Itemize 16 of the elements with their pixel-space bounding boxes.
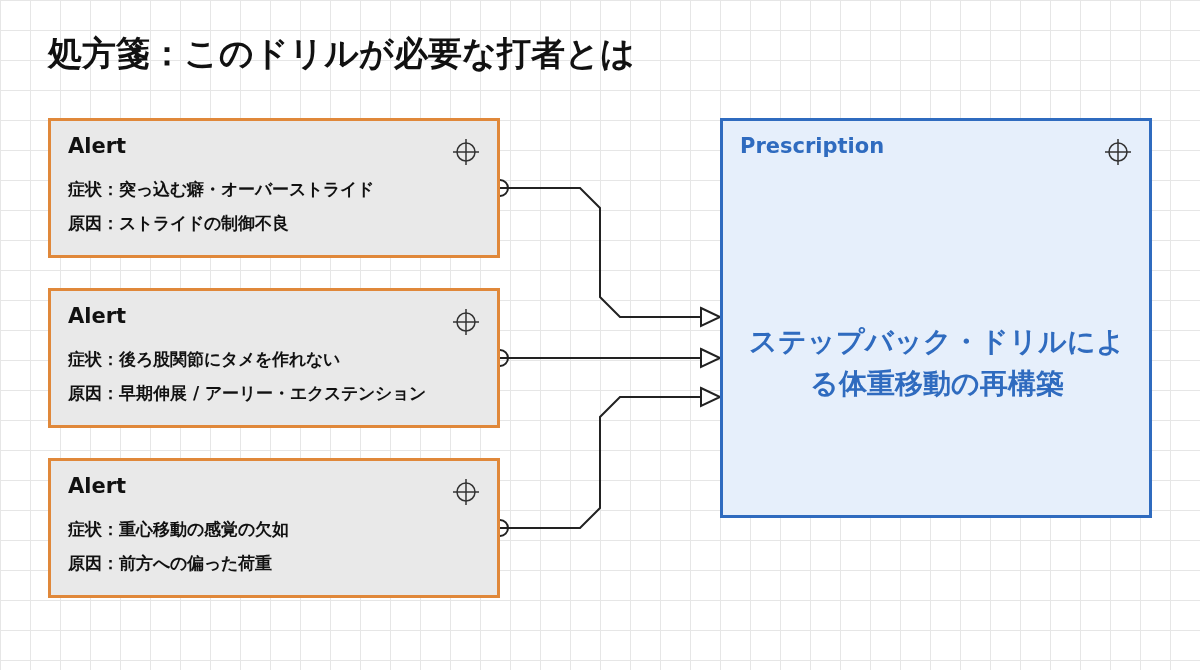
- box-heading: Alert: [68, 473, 127, 500]
- alert-line: 症状：重心移動の感覚の欠如: [68, 518, 289, 541]
- box-heading: Alert: [68, 303, 127, 330]
- alert-line: 原因：前方への偏った荷重: [68, 551, 273, 575]
- box-heading: Prescription: [740, 133, 885, 160]
- alert-line: 症状：後ろ股関節にタメを作れない: [68, 348, 341, 371]
- prescription-box: [720, 118, 1152, 518]
- alert-box: [48, 458, 500, 598]
- alert-box: [48, 118, 500, 258]
- title: 処方箋：このドリルが必要な打者とは: [48, 32, 635, 75]
- alert-box: [48, 288, 500, 428]
- box-heading: Alert: [68, 133, 127, 160]
- alert-line: 症状：突っ込む癖・オーバーストライド: [68, 178, 374, 201]
- alert-line: 原因：早期伸展 / アーリー・エクステンション: [68, 381, 427, 405]
- alert-line: 原因：ストライドの制御不良: [68, 211, 290, 235]
- prescription-text: ステップバック・ドリルによる体重移動の再構築: [748, 324, 1126, 402]
